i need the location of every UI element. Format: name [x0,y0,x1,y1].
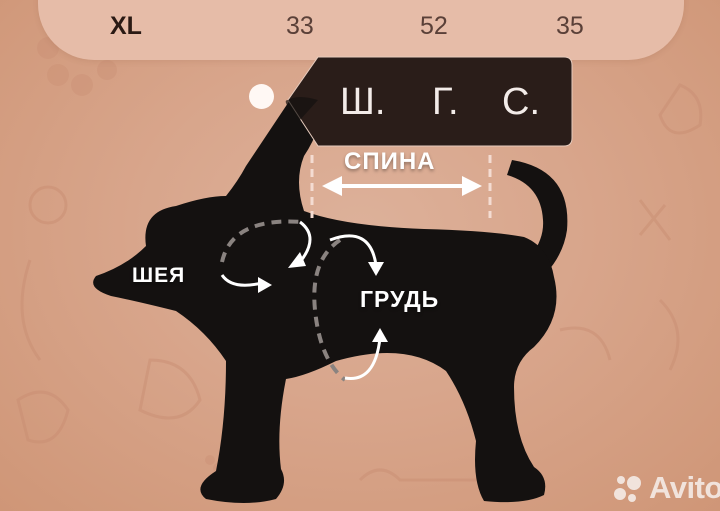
tag-label-chest: Г. [432,81,459,123]
neck-arrow-icon [220,220,312,287]
chest-arrow-icon [329,234,382,380]
back-value: 35 [556,12,584,40]
dog-tail [507,160,568,290]
tag-hole [249,84,274,109]
size-label: XL [110,12,142,40]
back-label: СПИНА [344,148,436,175]
neck-measure-line [220,219,303,263]
tag-shape [285,56,573,147]
avito-watermark: Avito [612,470,720,506]
back-arrow-icon [322,176,482,196]
dog-silhouette [93,92,557,504]
chest-label: ГРУДЬ [360,286,440,312]
avito-logo-icon [614,476,641,502]
tag-label-back: С. [502,81,540,123]
neck-value: 33 [286,12,314,40]
neck-label: ШЕЯ [132,264,186,287]
chest-measure-line [312,238,347,382]
tag-label-neck: Ш. [340,81,386,123]
size-table-card [38,0,684,60]
chest-value: 52 [420,12,448,40]
avito-text: Avito [649,470,720,505]
size-table-row: XL 33 52 35 [0,10,720,42]
